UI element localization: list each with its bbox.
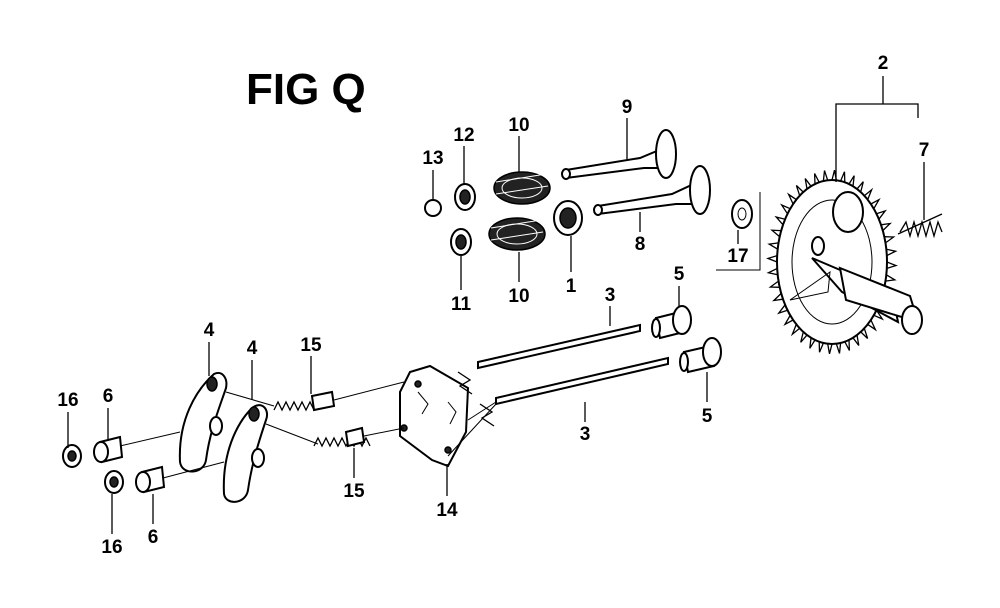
callout-16b: 16: [101, 537, 122, 558]
figure-title: FIG Q: [246, 65, 366, 114]
callout-10a: 10: [508, 115, 529, 136]
nut-bottom: [104, 470, 124, 494]
callout-5a: 5: [674, 264, 685, 285]
callout-10b: 10: [508, 286, 529, 307]
tappet-upper: [651, 305, 692, 340]
callout-3b: 3: [580, 424, 591, 445]
valve-cap: [424, 199, 442, 217]
assembly-lines: [119, 192, 761, 479]
valve-retainer-lower: [450, 228, 472, 256]
rocker-arm-right: [222, 404, 268, 503]
callout-8: 8: [635, 234, 646, 255]
callout-11: 11: [451, 294, 472, 315]
callout-12: 12: [453, 125, 474, 146]
callout-17: 17: [727, 246, 748, 267]
callout-15b: 15: [343, 481, 365, 502]
callout-6a: 6: [103, 386, 114, 407]
valve-keeper: [553, 200, 583, 236]
leader-lines: [67, 76, 925, 534]
valve-retainer-upper: [454, 183, 476, 211]
callout-1: 1: [566, 276, 577, 297]
callout-13: 13: [422, 148, 443, 169]
intake-valve: [593, 165, 711, 216]
nut-top: [62, 444, 82, 468]
callout-14: 14: [436, 500, 458, 521]
push-rod-guide-plate: [399, 364, 495, 468]
callout-9: 9: [622, 97, 633, 118]
gear-teeth: [766, 169, 898, 355]
callout-15a: 15: [300, 335, 322, 356]
callout-4a: 4: [204, 320, 215, 341]
pivot-bottom: [135, 465, 166, 494]
callout-labels: 2 7 9 8 10 10 12 13 11 1 17 5 3 3 5 4 4 …: [57, 53, 929, 558]
push-rod-lower: [495, 356, 669, 406]
decompressor-spring: [897, 213, 943, 239]
callout-2: 2: [878, 53, 889, 74]
tappet-lower: [679, 337, 722, 374]
pivot-top: [93, 435, 124, 464]
push-rod-upper: [477, 323, 641, 370]
callout-6b: 6: [148, 527, 159, 548]
valve-spring-upper: [493, 171, 551, 205]
callout-16a: 16: [57, 390, 78, 411]
camshaft-gear-assembly: [766, 169, 923, 355]
washer: [731, 199, 753, 229]
rocker-stud-lower: [313, 426, 371, 448]
rocker-arm-left: [178, 372, 228, 473]
callout-4b: 4: [247, 338, 258, 359]
callout-5b: 5: [702, 406, 713, 427]
callout-7: 7: [919, 140, 930, 161]
valve-spring-lower: [488, 217, 546, 251]
exhaust-valve: [561, 129, 677, 180]
rocker-stud-upper: [273, 390, 336, 412]
callout-3a: 3: [605, 285, 616, 306]
